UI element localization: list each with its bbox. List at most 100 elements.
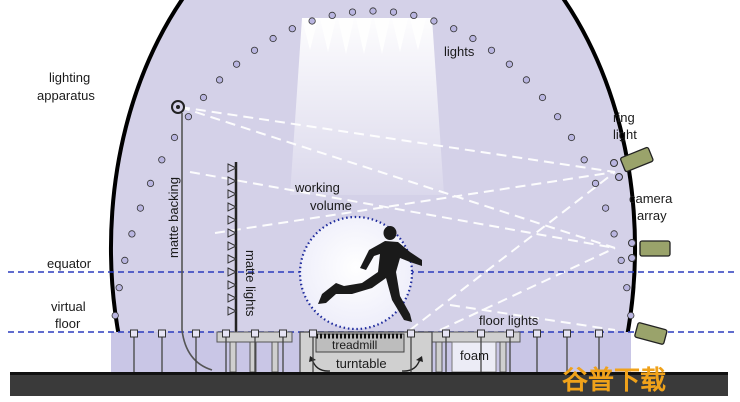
label-lighting-apparatus-1: lighting: [49, 70, 90, 85]
dome-bulb: [269, 34, 277, 43]
matte-light: [227, 189, 238, 199]
dome-bulb: [627, 311, 635, 320]
dome-bulb: [389, 8, 398, 16]
dome-bulb: [199, 93, 208, 102]
label-virtual-floor-1: virtual: [51, 299, 86, 314]
floor-light: [442, 329, 450, 338]
working-volume: [298, 215, 422, 331]
dome-bulb: [430, 17, 438, 25]
camera-array: [610, 146, 671, 345]
dome-bulb: [591, 179, 600, 187]
label-ring-light-1: ring: [613, 110, 635, 125]
dome-bulb: [328, 11, 336, 19]
floor-light: [533, 329, 541, 338]
matte-light: [227, 176, 238, 186]
floor-light: [563, 329, 571, 338]
dome-bulb: [158, 156, 166, 164]
label-turntable: turntable: [336, 356, 387, 371]
label-matte-lights: matte lights: [243, 250, 258, 317]
treadmill-assembly: [299, 331, 433, 375]
light-beam: [290, 18, 444, 195]
dome-bulb: [623, 284, 631, 292]
dome-bulb: [146, 179, 155, 187]
dome-bulb: [601, 204, 610, 212]
dome-bulb: [469, 34, 477, 43]
floor-light: [158, 329, 166, 338]
dome-bulb: [610, 230, 618, 238]
floor-light: [222, 329, 230, 338]
label-foam: foam: [460, 348, 489, 363]
dome-bulb: [538, 93, 547, 102]
matte-light: [227, 202, 238, 212]
dome-bulb: [121, 256, 129, 264]
dome-bulb: [450, 25, 458, 33]
foam-block: [451, 341, 497, 373]
dome-bulb: [553, 113, 562, 121]
dome-bulb: [567, 133, 576, 142]
label-working-volume-2: volume: [310, 198, 352, 213]
floor-light-posts: [130, 329, 603, 372]
dome-bulb: [184, 113, 192, 121]
dome-bulb: [233, 60, 241, 68]
light-beam-spikes: [302, 18, 426, 54]
matte-light: [227, 215, 238, 225]
dome-bulbs: [111, 7, 635, 320]
runner-silhouette: [318, 226, 422, 322]
floor-light: [309, 329, 317, 338]
label-camera-array-1: camera: [629, 191, 673, 206]
matte-backing-pole: [171, 100, 213, 371]
camera-1: [620, 146, 654, 173]
label-ring-light-2: light: [613, 127, 637, 142]
label-equator: equator: [47, 256, 92, 271]
dome-bulb: [111, 311, 119, 320]
label-virtual-floor-2: floor: [55, 316, 81, 331]
floor-light: [407, 329, 415, 338]
label-lights: lights: [444, 44, 475, 59]
matte-light: [227, 293, 238, 303]
label-floor-lights: floor lights: [479, 313, 539, 328]
matte-light: [227, 254, 238, 264]
dome-bulb: [580, 156, 588, 164]
ground: [10, 374, 728, 396]
matte-light: [227, 280, 238, 290]
floor-light: [251, 329, 259, 338]
dome-bulb: [136, 204, 144, 212]
label-lighting-apparatus-2: apparatus: [37, 88, 95, 103]
label-camera-array-2: array: [637, 208, 667, 223]
matte-light: [227, 241, 238, 251]
dome-bulb: [288, 25, 296, 33]
camera-3: [634, 322, 668, 345]
label-treadmill: treadmill: [332, 338, 377, 352]
dome-bulb: [410, 11, 418, 19]
dome-bulb: [250, 46, 259, 54]
ring-light: [610, 159, 618, 167]
dome-bulb: [115, 284, 123, 292]
light-rays: [179, 106, 616, 331]
dome-bulb: [487, 46, 496, 54]
matte-light: [227, 306, 238, 316]
floor-light: [595, 329, 603, 338]
dome-bulb: [617, 256, 625, 264]
watermark: 谷普下载: [562, 365, 666, 396]
dome-bulb: [348, 8, 357, 16]
floor-light: [192, 329, 200, 338]
dome-bulb: [128, 230, 136, 238]
floor-light: [279, 329, 287, 338]
dome-bulb: [216, 76, 224, 84]
camera-2: [639, 240, 671, 257]
matte-light: [227, 267, 238, 277]
floor-light: [506, 329, 514, 338]
dome-bulb: [522, 76, 531, 84]
matte-light: [227, 163, 238, 173]
matte-lights-pole: [227, 162, 238, 333]
dome-bulb: [170, 133, 179, 142]
label-working-volume-1: working: [294, 180, 340, 195]
dome-bulb: [505, 60, 513, 68]
floor-light: [130, 329, 138, 338]
floor-light: [477, 329, 485, 338]
label-matte-backing: matte backing: [166, 177, 181, 258]
dome-bulb: [308, 17, 316, 25]
dome-bulb: [369, 7, 377, 15]
matte-light: [227, 228, 238, 238]
